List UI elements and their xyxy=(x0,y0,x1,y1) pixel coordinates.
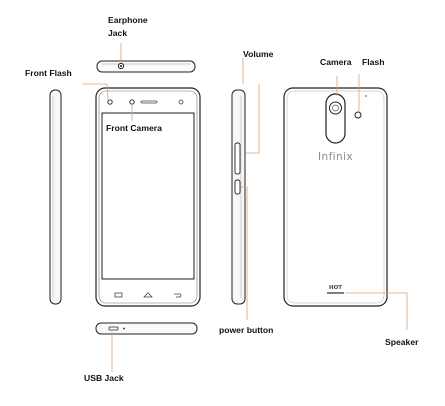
brand-logo: Infinix xyxy=(318,151,353,163)
camera-label: Camera xyxy=(320,57,352,67)
earpiece xyxy=(141,101,157,103)
right-side-view xyxy=(232,90,245,304)
front-camera-label: Front Camera xyxy=(106,123,162,133)
front-screen xyxy=(102,113,194,279)
power-button-label: power button xyxy=(219,325,273,335)
usb-port xyxy=(109,327,118,330)
rear-camera-lens xyxy=(330,102,342,114)
volume-label: Volume xyxy=(243,49,274,59)
bottom-view xyxy=(96,323,197,334)
proximity-sensor xyxy=(179,100,183,104)
model-mark: HOT xyxy=(329,285,342,291)
earphone-jack-label-line1: Earphone xyxy=(108,15,148,25)
front-flash-dot xyxy=(108,100,112,104)
flash-label: Flash xyxy=(362,57,384,67)
left-side-view xyxy=(50,90,61,304)
front-camera-lens xyxy=(130,100,134,104)
volume-rocker[interactable] xyxy=(235,143,240,174)
front-view xyxy=(96,88,200,306)
top-view xyxy=(97,61,195,72)
camera-module xyxy=(326,94,345,143)
rear-flash xyxy=(355,112,361,118)
back-view: Infinix HOT xyxy=(284,88,387,306)
power-key[interactable] xyxy=(235,180,240,194)
front-flash-label: Front Flash xyxy=(25,68,72,78)
earphone-jack-label-line2: Jack xyxy=(108,28,127,38)
usb-jack-label: USB Jack xyxy=(84,373,124,383)
speaker-label: Speaker xyxy=(385,337,419,347)
